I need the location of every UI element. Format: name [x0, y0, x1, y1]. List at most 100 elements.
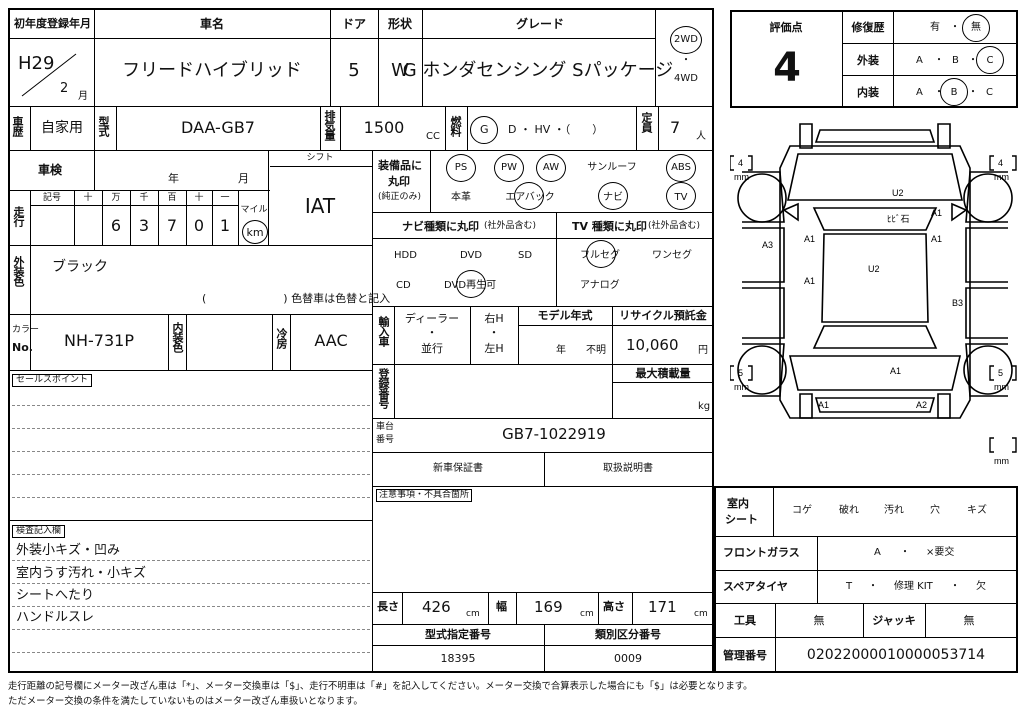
import-lh: 左H [484, 342, 504, 355]
tire-fl-value: 4 [738, 158, 743, 168]
navi-cd: CD [396, 280, 411, 291]
spare-kit: 修理 KIT [894, 581, 933, 592]
repair-no: 無 [971, 22, 981, 33]
equip-abs: ABS [671, 162, 691, 173]
fuel-label: 燃料 [449, 116, 462, 136]
ext-dot-1: ・ [934, 55, 944, 66]
import-rh: 右H [484, 312, 504, 325]
int-c: C [986, 87, 993, 98]
windshield-replace: ×要交 [926, 547, 955, 558]
ac-label: 冷房 [275, 328, 288, 348]
navi-type-sub: (社外品含む) [484, 221, 537, 231]
model-label: 型式 [97, 116, 110, 136]
inspector-label: 検査記入欄 [12, 525, 66, 538]
int-a: A [916, 87, 923, 98]
km-circle [242, 220, 268, 244]
dmg-u2-roof: U2 [868, 264, 880, 274]
exterior-label: 外装 [857, 54, 879, 67]
chassis-value: GB7-1022919 [502, 425, 606, 443]
capacity-value: 7 [670, 118, 681, 137]
max-load-label: 最大積載量 [635, 367, 691, 380]
shaken-month-unit: 月 [238, 172, 249, 185]
tire-rr-mm: mm [994, 382, 1009, 392]
tools-value: 無 [813, 614, 825, 627]
exterior-color-value: ブラック [52, 259, 108, 275]
notes-label: 注意事項・不具合箇所 [376, 489, 473, 502]
drive-dot: ・ [681, 55, 691, 66]
import-parallel: 並行 [421, 342, 443, 355]
first-reg-era: H29 [18, 53, 55, 74]
class-value: 0009 [614, 652, 642, 665]
length-label: 長さ [377, 600, 399, 613]
tire-rl-mm: mm [734, 382, 749, 392]
dmg-a1-rear-l: A1 [818, 400, 829, 410]
seat-item-4: キズ [967, 505, 987, 516]
import-dot-2: ・ [488, 326, 500, 339]
width-label: 幅 [496, 600, 507, 613]
shaken-year-unit: 年 [168, 172, 179, 185]
exterior-c-circle [976, 46, 1004, 74]
spare-dot-2: ・ [950, 581, 960, 592]
shaken-label: 車検 [37, 163, 63, 177]
displacement-value: 1500 [363, 118, 405, 137]
tv-oneseg: ワンセグ [652, 250, 692, 261]
footer-line-2: ただメーター交換の条件を満たしていないものはメーター改ざん車扱いとなります。 [8, 696, 363, 707]
airbag-circle [514, 182, 544, 210]
ac-value: AAC [314, 331, 348, 350]
equip-aw: AW [542, 162, 560, 173]
grade-value: G ホンダセンシング Sパッケージ [402, 60, 674, 81]
kg-unit: kg [698, 401, 711, 412]
shift-label: シフト [306, 153, 334, 163]
equip-airbag: エアバック [505, 192, 555, 203]
ps-circle [446, 154, 476, 182]
import-dealer: ディーラー [404, 312, 460, 325]
type-cert-value: 18395 [440, 652, 476, 665]
navi-type-label: ナビ種類に丸印 [402, 220, 479, 233]
equip-sunroof: サンルーフ [587, 162, 637, 173]
seat-label-2: シート [725, 513, 758, 526]
sales-label: セールスポイント [12, 374, 93, 387]
repair-dot: ・ [950, 22, 960, 33]
fuel-g-circle [470, 116, 498, 144]
person-unit: 人 [696, 131, 706, 142]
type-cert-label: 型式指定番号 [425, 628, 491, 641]
digit-label-1: 万 [111, 193, 121, 203]
tv-circle [666, 182, 696, 210]
equip-ps: PS [454, 162, 468, 173]
capacity-label: 定員 [640, 112, 653, 132]
equip-navi: ナビ [603, 192, 623, 203]
manual-label: 取扱説明書 [603, 463, 653, 474]
digit-4: 1 [219, 216, 231, 235]
tools-label: 工具 [734, 614, 756, 627]
seat-item-3: 穴 [930, 505, 940, 516]
digit-1: 3 [138, 216, 150, 235]
door-label: ドア [341, 17, 367, 31]
drive-2wd: 2WD [674, 34, 698, 45]
tv-type-label: TV 種類に丸印 [572, 220, 647, 233]
navi-sd: SD [518, 250, 533, 261]
windshield-label: フロントガラス [723, 546, 800, 559]
digit-label-3: 百 [167, 193, 177, 203]
color-no-label-2: No. [12, 341, 33, 354]
tire-fr-value: 4 [998, 158, 1003, 168]
exterior-color-label: 外装色 [12, 256, 25, 286]
seat-label-1: 室内 [727, 497, 749, 510]
windshield-a: A [874, 547, 881, 558]
class-label: 類別区分番号 [595, 628, 661, 641]
abs-circle [666, 154, 696, 182]
warranty-label: 新車保証書 [433, 463, 483, 474]
date-slash [21, 53, 77, 97]
ext-a: A [916, 55, 923, 66]
color-no-value: NH-731P [64, 331, 134, 350]
model-year-unknown: 不明 [586, 345, 606, 356]
interior-label: 内装 [857, 86, 879, 99]
length-value: 426 [422, 598, 451, 616]
dmg-a1-rear: A1 [890, 366, 901, 376]
reg-label: 登録番号 [377, 368, 390, 408]
inspector-line-2: シートへたり [16, 588, 95, 603]
first-reg-month: 2 [60, 81, 69, 96]
spare-tire-mm: mm [994, 456, 1009, 466]
symbol-label: 記号 [42, 193, 62, 203]
dmg-a1-rf: A1 [931, 208, 942, 218]
digit-label-4: 十 [194, 193, 204, 203]
